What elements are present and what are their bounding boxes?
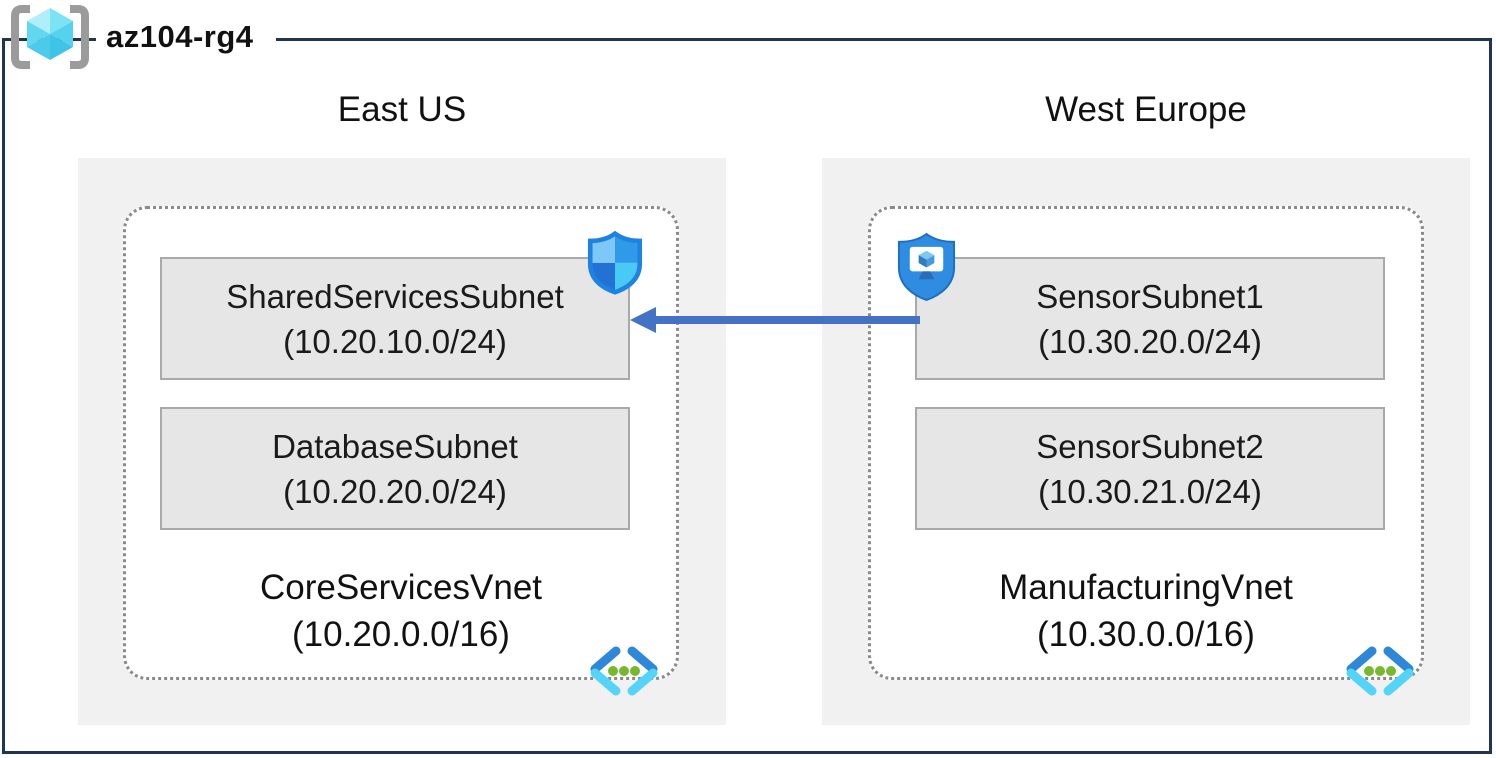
vnet-label-coreservices: CoreServicesVnet (10.20.0.0/16) — [123, 564, 679, 658]
subnet-cidr: (10.20.20.0/24) — [283, 472, 507, 510]
subnet-sharedservices: SharedServicesSubnet (10.20.10.0/24) — [160, 257, 630, 380]
subnet-name: SensorSubnet1 — [1036, 277, 1264, 315]
subnet-name: SensorSubnet2 — [1036, 427, 1264, 465]
resource-group-header: az104-rg4 — [6, 2, 276, 72]
resource-group-icon — [11, 5, 89, 69]
virtual-network-icon — [1346, 646, 1414, 696]
cube-glyph — [27, 8, 73, 60]
subnet-database: DatabaseSubnet (10.20.20.0/24) — [160, 407, 630, 530]
vnet-name: ManufacturingVnet — [999, 568, 1293, 607]
vnet-cidr: (10.30.0.0/16) — [1037, 615, 1255, 654]
subnet-cidr: (10.30.20.0/24) — [1038, 322, 1262, 360]
virtual-network-icon — [590, 646, 658, 696]
resource-group-frame — [2, 38, 1492, 754]
subnet-sensor1: SensorSubnet1 (10.30.20.0/24) — [915, 257, 1385, 380]
resource-group-title: az104-rg4 — [96, 13, 276, 61]
bastion-shield-icon — [897, 232, 956, 302]
cube-glyph — [918, 250, 935, 268]
subnet-cidr: (10.20.10.0/24) — [283, 322, 507, 360]
network-security-shield-icon — [587, 230, 643, 295]
subnet-cidr: (10.30.21.0/24) — [1038, 472, 1262, 510]
subnet-name: DatabaseSubnet — [272, 427, 518, 465]
region-label-west-europe: West Europe — [1045, 90, 1247, 129]
vnet-cidr: (10.20.0.0/16) — [292, 615, 510, 654]
subnet-name: SharedServicesSubnet — [226, 277, 564, 315]
region-label-east-us: East US — [337, 90, 467, 129]
vnet-label-manufacturing: ManufacturingVnet (10.30.0.0/16) — [868, 564, 1424, 658]
peering-arrow — [630, 307, 920, 333]
vnet-name: CoreServicesVnet — [259, 568, 543, 607]
subnet-sensor2: SensorSubnet2 (10.30.21.0/24) — [915, 407, 1385, 530]
